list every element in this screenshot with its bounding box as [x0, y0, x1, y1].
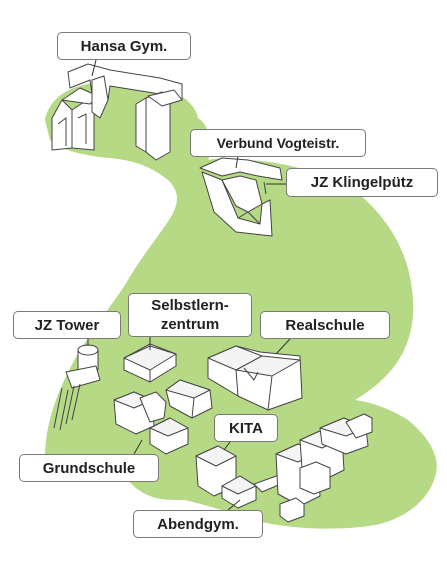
- label-selbstlernzentrum[interactable]: Selbstlern- zentrum: [128, 293, 252, 337]
- label-kita-text: KITA: [229, 419, 263, 437]
- label-hansa-gym[interactable]: Hansa Gym.: [57, 32, 191, 60]
- verbund-building: [199, 157, 283, 237]
- label-jz-tower-text: JZ Tower: [34, 316, 100, 334]
- realschule-building: [207, 345, 303, 411]
- label-selbstlernzentrum-line1: Selbstlern-: [151, 297, 229, 314]
- label-jz-klingelputz[interactable]: JZ Klingelpütz: [286, 168, 438, 197]
- label-abendgym-text: Abendgym.: [157, 515, 239, 533]
- label-jz-tower[interactable]: JZ Tower: [13, 311, 121, 339]
- jz-tower-building: [53, 344, 101, 431]
- label-abendgym[interactable]: Abendgym.: [133, 510, 263, 538]
- label-hansa-gym-text: Hansa Gym.: [80, 37, 168, 55]
- selbstlern-building: [123, 343, 177, 383]
- grundschule-building: [113, 391, 189, 455]
- middle-building: [165, 379, 213, 419]
- verbund-leader: [235, 155, 239, 169]
- hansa-building: [51, 63, 183, 161]
- label-realschule-text: Realschule: [285, 316, 365, 334]
- abendgym-leader: [227, 499, 241, 511]
- label-selbstlernzentrum-line2: zentrum: [160, 316, 220, 333]
- grundschule-leader: [133, 439, 143, 455]
- abendgym-building: [253, 413, 373, 523]
- label-kita[interactable]: KITA: [214, 414, 278, 442]
- label-verbund-vogteistr[interactable]: Verbund Vogteistr.: [190, 129, 366, 157]
- label-realschule[interactable]: Realschule: [260, 311, 390, 339]
- hansa-leader: [91, 59, 97, 77]
- label-grundschule[interactable]: Grundschule: [19, 454, 159, 482]
- label-grundschule-text: Grundschule: [42, 459, 136, 477]
- kita-leader: [223, 441, 231, 451]
- realschule-leader: [275, 338, 291, 355]
- label-verbund-vogteistr-text: Verbund Vogteistr.: [216, 134, 340, 151]
- kita-building: [195, 445, 257, 509]
- label-jz-klingelputz-text: JZ Klingelpütz: [310, 174, 414, 191]
